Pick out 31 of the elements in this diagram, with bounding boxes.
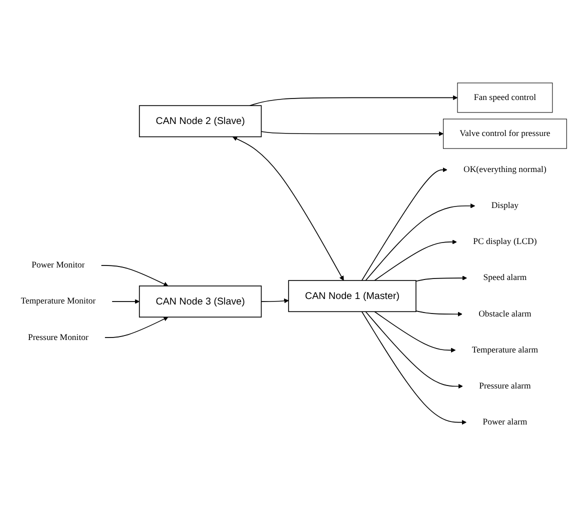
arrow: [112, 299, 140, 304]
node-box: CAN Node 1 (Master): [288, 280, 416, 312]
node-text: Temperature Monitor: [20, 296, 96, 306]
arrow: [416, 276, 468, 282]
arrow: [104, 316, 168, 338]
node-box: CAN Node 2 (Slave): [138, 105, 262, 138]
node-text: Pressure alarm: [479, 381, 531, 391]
node-text: Power alarm: [482, 417, 528, 427]
node-text: Display: [491, 200, 519, 210]
arrow: [100, 265, 168, 286]
arrow: [249, 95, 458, 106]
node-text: PC display (LCD): [473, 237, 537, 246]
node-box: CAN Node 3 (Slave): [138, 286, 262, 318]
arrow: [365, 204, 476, 281]
arrow: [260, 131, 444, 136]
arrow: [365, 311, 463, 389]
node-text: Temperature alarm: [472, 345, 538, 355]
node-text: Pressure Monitor: [28, 332, 88, 342]
node-text: Power Monitor: [32, 260, 85, 270]
node-box: Valve control for pressure: [443, 118, 567, 149]
arrow: [361, 311, 467, 425]
node-text: OK(everything normal): [464, 164, 546, 174]
node-text: Obstacle alarm: [478, 309, 532, 318]
node-box: Fan speed control: [457, 82, 553, 113]
arrow: [260, 298, 289, 304]
arrow: [374, 240, 457, 281]
node-text: Speed alarm: [483, 273, 527, 282]
arrow: [374, 311, 456, 353]
arrow: [232, 136, 344, 281]
arrow: [361, 167, 448, 281]
arrow: [416, 310, 462, 316]
